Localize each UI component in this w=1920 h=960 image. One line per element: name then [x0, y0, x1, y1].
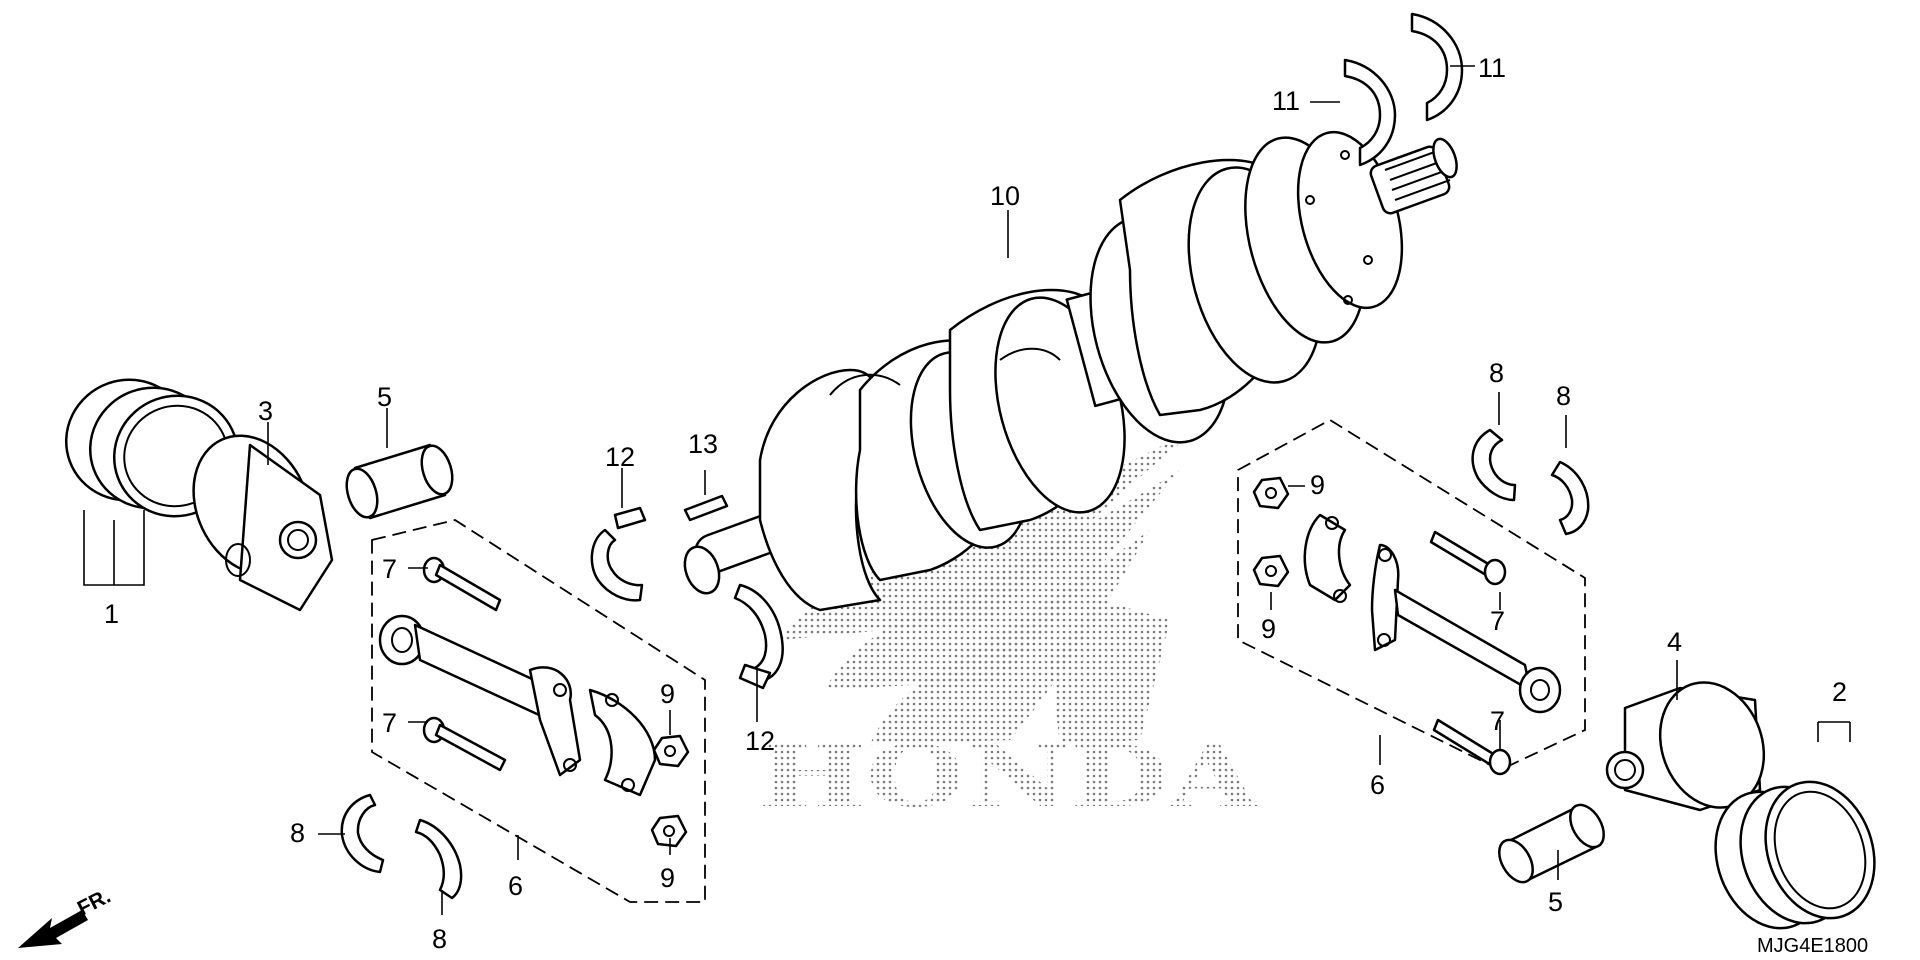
- crankshaft: [683, 130, 1458, 612]
- rod-nut-right-top: [1252, 476, 1290, 510]
- rod-bearing-left-a: [340, 793, 385, 874]
- rod-cap-left: [588, 688, 657, 797]
- leader-lines: [83, 65, 1851, 915]
- callout-ring-set-right: 2: [1832, 677, 1847, 707]
- callout-piston-right: 4: [1667, 627, 1682, 657]
- rod-bearing-right-b: [1550, 460, 1590, 536]
- rod-bolt-left-top: [422, 556, 502, 612]
- callout-bolt-right-bottom: 7: [1490, 706, 1505, 736]
- callout-thrust-washer-a: 11: [1272, 86, 1300, 116]
- rod-bolt-left-bottom: [422, 716, 507, 772]
- callout-pin-right: 5: [1548, 887, 1563, 917]
- piston-ring-set-left: [64, 378, 240, 518]
- callout-bolt-left-top: 7: [382, 554, 397, 584]
- callout-key: 13: [688, 429, 718, 459]
- connecting-rod-left: [378, 614, 582, 777]
- callout-piston-left: 3: [258, 396, 273, 426]
- callout-nut-left-top: 9: [660, 679, 675, 709]
- rod-bolt-right-bottom: [1432, 718, 1512, 776]
- rod-cap-right: [1303, 513, 1352, 603]
- rod-bolt-right-top: [1429, 530, 1507, 586]
- callout-bearing-left-a: 8: [290, 818, 305, 848]
- callout-thrust-washer-b: 11: [1478, 53, 1506, 83]
- rod-group-box-left: [371, 519, 706, 903]
- piston-ring-set-right: [1714, 780, 1876, 930]
- callout-nut-left-bottom: 9: [660, 863, 675, 893]
- piston-left: [192, 434, 334, 612]
- callout-rod-group-right: 6: [1370, 770, 1385, 800]
- piston-right: [1605, 681, 1766, 812]
- callout-main-bearing-bottom: 12: [745, 726, 775, 756]
- callout-crankshaft: 10: [990, 181, 1020, 211]
- diagram-code: MJG4E1800: [1757, 935, 1868, 957]
- front-arrow-icon: [18, 910, 88, 948]
- callout-bearing-left-b: 8: [432, 924, 447, 954]
- callout-bearing-right-a: 8: [1489, 358, 1504, 388]
- callout-bearing-right-b: 8: [1556, 381, 1571, 411]
- rod-nut-right-bottom: [1252, 554, 1290, 588]
- callout-ring-set-left: 1: [104, 599, 119, 629]
- callout-main-bearing-top: 12: [605, 442, 635, 472]
- callouts: 1 2 3 4 5 5 6 6 7 7 7 7 8 8 8 8 9 9 9 9 …: [104, 53, 1847, 954]
- main-bearing-bottom: [733, 583, 784, 690]
- callout-bolt-right-top: 7: [1490, 606, 1505, 636]
- piston-pin-right: [1498, 803, 1605, 884]
- thrust-washer-a: [1343, 58, 1397, 167]
- rod-bearing-left-b: [414, 818, 463, 900]
- rod-group-box-right: [1237, 418, 1586, 771]
- piston-pin-left: [345, 443, 454, 520]
- connecting-rod-right: [1370, 543, 1562, 714]
- callout-pin-left: 5: [377, 382, 392, 412]
- callout-nut-right-bottom: 9: [1261, 614, 1276, 644]
- rod-nut-left-top: [652, 734, 690, 768]
- callout-bolt-left-bottom: 7: [382, 708, 397, 738]
- callout-rod-group-left: 6: [508, 871, 523, 901]
- main-bearing-top: [590, 506, 647, 602]
- honda-watermark-text: HONDA: [758, 727, 1260, 826]
- rod-nut-left-bottom: [650, 814, 688, 848]
- rod-bearing-right-a: [1471, 428, 1517, 502]
- woodruff-key: [683, 494, 729, 522]
- thrust-washer-b: [1410, 12, 1464, 122]
- callout-nut-right-top: 9: [1310, 470, 1325, 500]
